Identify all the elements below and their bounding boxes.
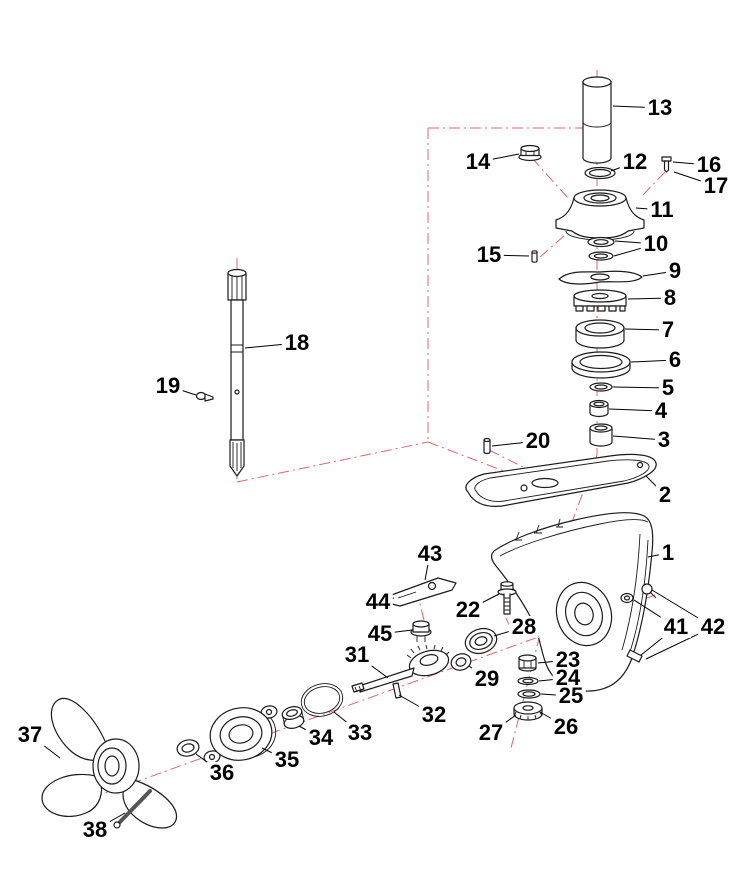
callout-37: 37: [14, 724, 46, 746]
callout-15: 15: [473, 244, 505, 266]
part-dowel-pin: [483, 437, 491, 455]
part-cotter-pin: [113, 789, 152, 829]
callout-8: 8: [660, 287, 680, 309]
part-water-tube: [582, 76, 612, 164]
part-prop-seal: [176, 739, 200, 757]
callout-34: 34: [305, 727, 337, 749]
callout-11: 11: [647, 199, 677, 221]
callout-24: 24: [552, 667, 584, 689]
callout-45: 45: [364, 623, 396, 645]
callout-44: 44: [362, 591, 394, 613]
callout-16: 16: [693, 154, 725, 176]
part-bolt: [497, 581, 517, 615]
part-seal: [464, 627, 498, 655]
part-washer-24: [517, 676, 539, 686]
callout-13: 13: [644, 97, 676, 119]
callout-29: 29: [471, 668, 503, 690]
part-bearing-carrier: [203, 705, 278, 764]
callout-18: 18: [281, 332, 313, 354]
callout-17: 17: [700, 175, 732, 197]
callout-28: 28: [508, 616, 540, 638]
part-bolt-bracket: [410, 620, 432, 642]
callout-26: 26: [550, 716, 582, 738]
part-bearing: [575, 319, 625, 349]
leader-line-5: [612, 386, 669, 389]
part-propshaft-forward-gear: [351, 644, 450, 693]
part-pinion-gear: [573, 289, 627, 312]
part-gearcase-housing: [490, 512, 657, 692]
part-pin: [531, 250, 538, 263]
callout-7: 7: [658, 319, 678, 341]
callout-23: 23: [552, 649, 584, 671]
callout-22: 22: [452, 599, 484, 621]
part-shear-pin: [392, 682, 402, 699]
callout-10: 10: [640, 233, 672, 255]
parts: [41, 76, 672, 829]
callout-5: 5: [658, 377, 678, 399]
callout-6: 6: [665, 349, 685, 371]
part-bearing-race: [571, 351, 631, 379]
part-drive-gear: [513, 701, 543, 721]
part-gasket-plate: [465, 453, 657, 507]
callout-14: 14: [462, 151, 494, 173]
callout-1: 1: [658, 542, 678, 564]
part-screw-small: [661, 156, 672, 173]
part-bushing-carrier: [281, 706, 305, 729]
part-o-ring-upper: [584, 166, 616, 180]
callout-32: 32: [418, 704, 450, 726]
callout-12: 12: [619, 151, 651, 173]
part-bushing: [589, 423, 613, 447]
part-screw-driveshaft: [195, 391, 214, 402]
part-bushing-small: [589, 399, 609, 418]
callout-43: 43: [414, 543, 446, 565]
part-retainer-plate: [558, 270, 643, 285]
callout-35: 35: [271, 749, 303, 771]
callout-41: 41: [660, 616, 692, 638]
part-thrust-washer: [450, 653, 472, 671]
callout-42: 42: [697, 616, 729, 638]
callout-2: 2: [655, 484, 675, 506]
callout-36: 36: [206, 762, 238, 784]
callout-3: 3: [654, 429, 674, 451]
callout-19: 19: [152, 375, 184, 397]
callout-4: 4: [651, 400, 671, 422]
callout-25: 25: [555, 685, 587, 707]
part-prop-nut: [518, 654, 537, 672]
callout-20: 20: [522, 430, 554, 452]
part-washer-25: [517, 689, 541, 699]
callout-33: 33: [344, 722, 376, 744]
callout-38: 38: [79, 819, 111, 841]
part-o-ring-carrier: [300, 683, 344, 717]
callout-9: 9: [665, 260, 685, 282]
part-washer-pair: [587, 236, 615, 261]
part-nut: [518, 144, 542, 162]
part-driveshaft: [227, 268, 247, 477]
callout-31: 31: [341, 644, 373, 666]
part-washer: [589, 382, 613, 392]
callout-27: 27: [475, 722, 507, 744]
part-propeller: [41, 697, 178, 829]
